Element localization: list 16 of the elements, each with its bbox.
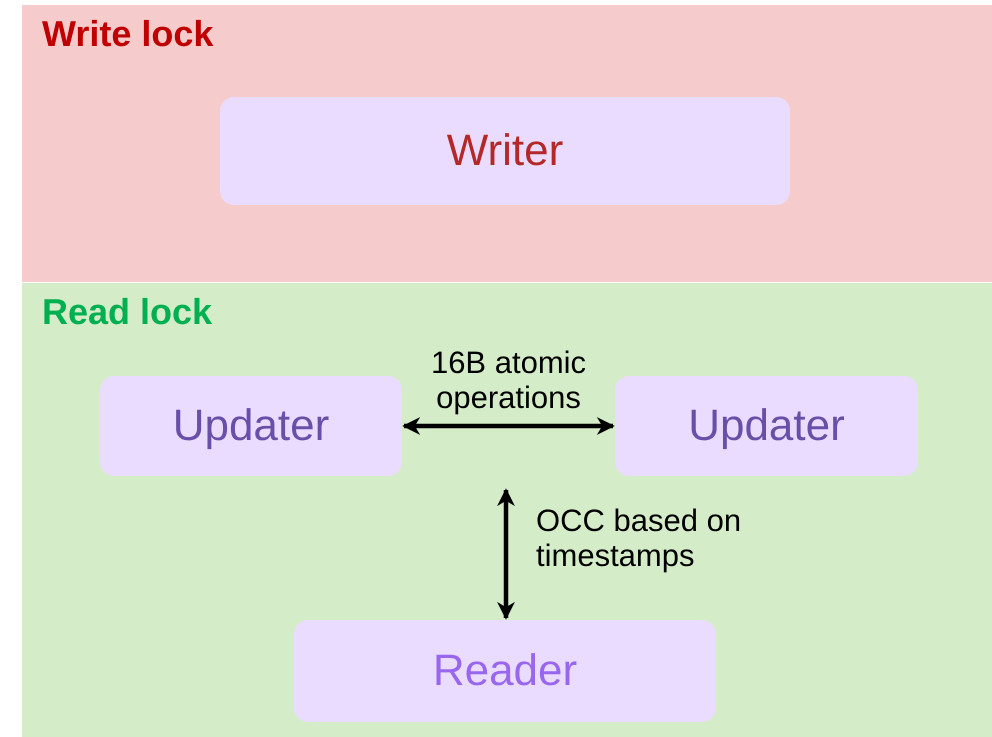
region-title: Read lock [42, 291, 212, 333]
lock-region [22, 283, 992, 737]
process-box [294, 620, 716, 722]
double-arrow [402, 417, 615, 435]
node-label: Writer [446, 126, 564, 176]
process-box [220, 97, 790, 205]
region-title: Write lock [42, 13, 214, 55]
double-arrow [497, 488, 515, 620]
process-box [100, 376, 402, 476]
node-label: Updater [172, 401, 330, 451]
node-label: Updater [688, 401, 845, 451]
process-box [615, 376, 918, 476]
lock-region [22, 5, 992, 282]
edge-label: 16B atomic operations [430, 345, 588, 415]
node-label: Reader [432, 646, 578, 696]
edge-label: OCC based on timestamps [536, 503, 742, 573]
